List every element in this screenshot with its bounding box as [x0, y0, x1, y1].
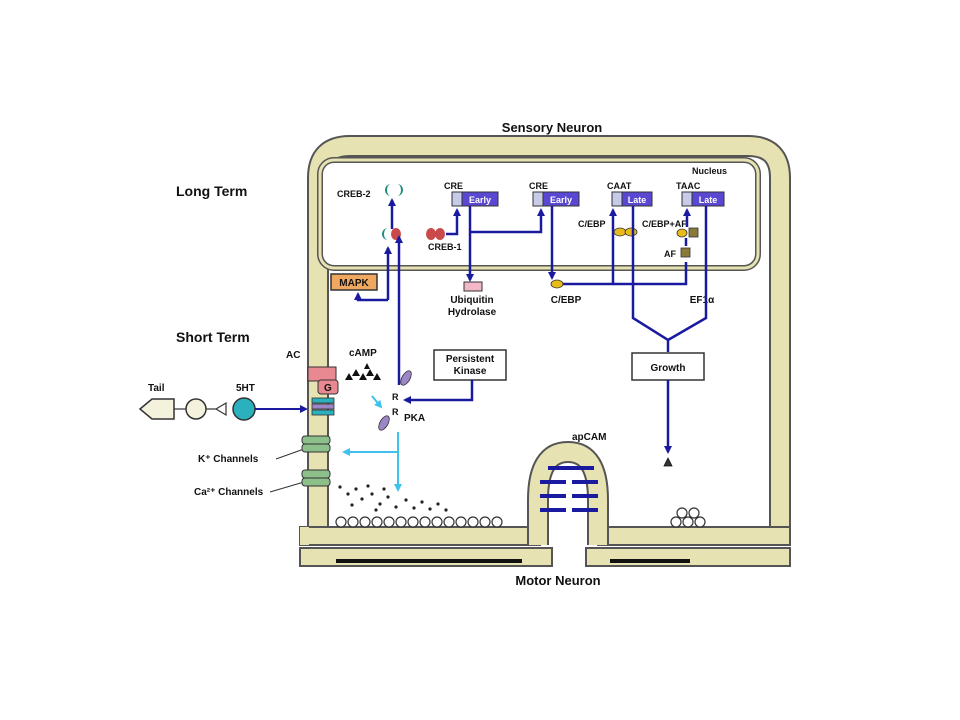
title-motor-neuron: Motor Neuron	[515, 573, 600, 588]
label-camp: cAMP	[349, 348, 377, 359]
label-late-1: Late	[628, 195, 647, 205]
label-af: AF	[664, 249, 676, 259]
ubiquitin-box	[463, 281, 483, 292]
adenylyl-cyclase	[307, 366, 337, 382]
label-caat: CAAT	[607, 181, 632, 191]
membrane-bottom-right	[597, 526, 791, 546]
label-creb1: CREB-1	[428, 242, 462, 252]
persistent-kinase-box	[433, 349, 507, 381]
label-cre-1: CRE	[444, 181, 463, 191]
camp-molecules	[345, 363, 381, 380]
g-protein-box	[317, 379, 339, 395]
pka-subunits: R R	[378, 370, 412, 431]
synaptic-vesicles-left	[335, 516, 503, 528]
pathway-arrows	[354, 198, 708, 454]
label-ef1a: EF1α	[690, 295, 715, 306]
label-cebp: C/EBP	[551, 295, 582, 306]
label-k-channels: K⁺ Channels	[198, 454, 259, 465]
cebp-af-complex	[676, 227, 699, 238]
nucleus	[317, 157, 761, 271]
label-creb2: CREB-2	[337, 189, 371, 199]
short-term-arrows	[342, 395, 402, 492]
svg-text:R: R	[392, 407, 399, 417]
label-cebp-af: C/EBP+AF	[642, 219, 687, 229]
label-cebp-nuclear: C/EBP	[578, 219, 606, 229]
tail-interneuron	[185, 398, 207, 420]
label-mapk: MAPK	[339, 278, 369, 289]
label-persistent: Persistent	[446, 354, 495, 365]
label-taac: TAAC	[676, 181, 701, 191]
creb1-dimer	[426, 228, 445, 240]
5ht-neuron	[232, 397, 256, 421]
motor-neuron-membrane-right	[585, 547, 791, 567]
early-gene-box-2	[542, 191, 580, 207]
late-gene-box-2	[691, 191, 725, 207]
label-ubiquitin: Ubiquitin	[450, 295, 493, 306]
early-gene-box-1	[461, 191, 499, 207]
tail-sensory-terminal	[138, 398, 175, 420]
taac-box	[681, 191, 693, 207]
label-pka: PKA	[404, 413, 425, 424]
ca-channel	[301, 469, 331, 487]
label-apcam: apCAM	[572, 432, 606, 443]
5ht-receptor	[311, 397, 335, 416]
label-growth: Growth	[651, 363, 686, 374]
label-kinase: Kinase	[454, 366, 487, 377]
label-ca-channels: Ca²⁺ Channels	[194, 487, 264, 498]
growth-output-triangle	[663, 457, 673, 467]
apcam-molecules	[540, 466, 598, 512]
label-early-2: Early	[550, 195, 572, 205]
svg-text:R: R	[392, 392, 399, 402]
membrane-bottom-left	[299, 526, 541, 546]
label-cre-2: CRE	[529, 181, 548, 191]
label-late-2: Late	[699, 195, 718, 205]
synapse-marker	[214, 401, 227, 417]
transmitter-particles	[338, 484, 448, 512]
cre-box-2	[532, 191, 544, 207]
label-short-term: Short Term	[176, 329, 250, 345]
cebp-monomer	[550, 279, 564, 289]
caat-box	[611, 191, 623, 207]
title-sensory-neuron: Sensory Neuron	[502, 120, 602, 135]
mapk-box	[330, 273, 378, 291]
label-tail: Tail	[148, 383, 165, 394]
label-long-term: Long Term	[176, 183, 247, 199]
creb2-dimer	[385, 184, 403, 196]
k-channel	[301, 435, 331, 453]
late-gene-box-1	[621, 191, 653, 207]
cre-box-1	[451, 191, 463, 207]
label-5ht: 5HT	[236, 383, 255, 394]
synaptic-vesicles-right	[670, 507, 706, 528]
label-nucleus: Nucleus	[692, 166, 727, 176]
label-g: G	[324, 383, 332, 394]
label-hydrolase: Hydrolase	[448, 307, 497, 318]
label-early-1: Early	[469, 195, 491, 205]
label-ac: AC	[286, 350, 300, 361]
af-box	[680, 247, 691, 258]
motor-neuron-membrane-left	[299, 547, 553, 567]
